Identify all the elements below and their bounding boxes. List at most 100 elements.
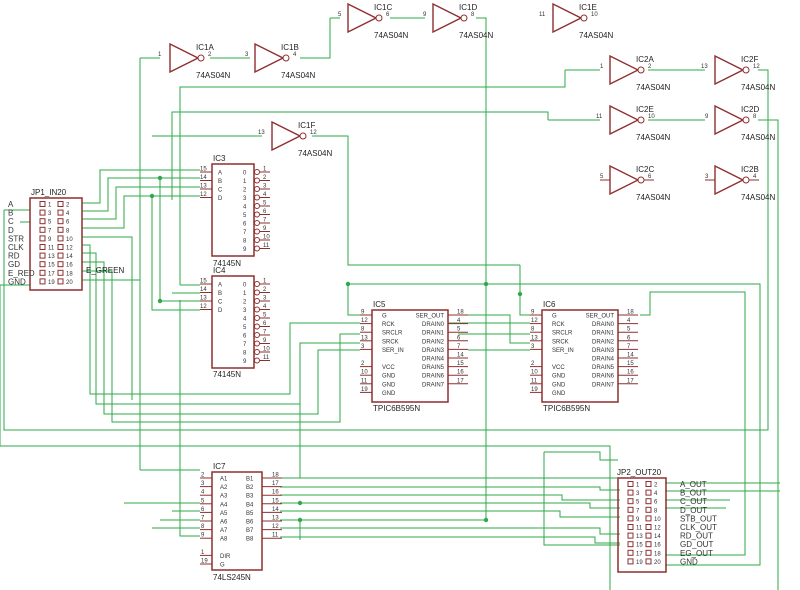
ic7-right-label: B7 (246, 528, 254, 534)
jp2-pin-num: 16 (654, 543, 661, 549)
ic3-output-label: 9 (243, 247, 247, 253)
gate-ic2c: IC2C 74AS04N 5 6 (600, 164, 670, 202)
ic7-left-label: A5 (220, 511, 228, 517)
ic3-output-pin: 2 (263, 175, 267, 181)
ic5-right-label: SER_OUT (416, 314, 445, 320)
svg-text:74AS04N: 74AS04N (741, 193, 775, 202)
gate-ic1b: IC1B 74AS04N 3 4 (245, 42, 315, 80)
ic5-left-pin: 9 (361, 310, 365, 316)
ic4-output-label: 1 (243, 291, 247, 297)
jp1-signal-label: GD (8, 260, 20, 269)
ic4-output-label: 4 (243, 317, 247, 323)
jp2-pin-num: 20 (654, 560, 661, 566)
gate-ic1d: IC1D 74AS04N 9 8 (423, 2, 493, 40)
ic7-left-pin: 19 (201, 559, 208, 565)
ic7-left-label: A6 (220, 520, 228, 526)
ic7-left-pin: 6 (201, 507, 205, 513)
svg-text:2: 2 (648, 64, 652, 70)
ic7-right-pin: 11 (272, 533, 279, 539)
ic6-left-label: G (552, 314, 557, 320)
svg-text:9: 9 (705, 114, 709, 120)
svg-text:6: 6 (648, 174, 652, 180)
ic6-left-pin: 19 (531, 387, 538, 393)
svg-text:74AS04N: 74AS04N (636, 133, 670, 142)
ic3-output-label: 2 (243, 188, 247, 194)
ic4-output-pin: 11 (263, 355, 270, 361)
ic6-right-pin: 6 (627, 335, 631, 341)
ic7-right-pin: 14 (272, 507, 279, 513)
jp2-pin-num: 1 (636, 483, 640, 489)
svg-text:1: 1 (600, 64, 604, 70)
svg-text:10: 10 (648, 114, 655, 120)
ic3-name: IC3 (213, 154, 226, 163)
ic3-output-label: 5 (243, 213, 247, 219)
ic4-input-label: C (218, 300, 223, 306)
ic4-output-pin: 9 (263, 338, 267, 344)
ic6-left-pin: 10 (531, 370, 538, 376)
svg-text:13: 13 (701, 64, 708, 70)
ic3-input-pin: 15 (200, 167, 207, 173)
ic6-left-pin: 9 (531, 310, 535, 316)
jp2-pin-num: 14 (654, 534, 661, 540)
jp1-pin-num: 20 (66, 280, 73, 286)
ic4-output-pin: 1 (263, 279, 267, 285)
jp2-name: JP2_OUT20 (617, 468, 662, 477)
svg-text:IC1E: IC1E (579, 3, 597, 12)
jp1-pin-num: 13 (48, 254, 55, 260)
jp2-pin-num: 5 (636, 500, 640, 506)
svg-text:74AS04N: 74AS04N (741, 83, 775, 92)
svg-text:11: 11 (539, 12, 546, 18)
gate-label: IC1A (196, 43, 214, 52)
ic6-left-label: GND (552, 374, 566, 380)
jp2-signal-label: D_OUT (680, 506, 707, 515)
ic3-input-pin: 13 (200, 184, 207, 190)
jp2-pin-num: 10 (654, 517, 661, 523)
ic4-output-pin: 6 (263, 321, 267, 327)
jp1-signal-label: GND (8, 277, 26, 286)
ic3-output-label: 3 (243, 196, 247, 202)
ic7-right-label: B5 (246, 511, 254, 517)
ic4-output-label: 9 (243, 359, 247, 365)
jp2-pin-num: 11 (636, 526, 643, 532)
ic6-left-label: SER_IN (552, 348, 574, 354)
ic7-left-pin: 5 (201, 498, 205, 504)
jp1-signal-label: E_RED (8, 269, 35, 278)
wires (0, 17, 780, 590)
ic7-right-label: B1 (246, 477, 254, 483)
ic7-right-pin: 18 (272, 473, 279, 479)
ic7-left-label: A3 (220, 494, 228, 500)
svg-text:4: 4 (293, 52, 297, 58)
jp2-pin-num: 4 (654, 491, 658, 497)
gate-ic2d: IC2D 74AS04N 9 8 (705, 104, 775, 142)
ic7-left-pin: 9 (201, 533, 205, 539)
ic6-left-pin: 3 (531, 344, 535, 350)
ic7-left-pin: 1 (201, 550, 205, 556)
jp1-pin-num: 16 (66, 263, 73, 269)
svg-text:11: 11 (596, 114, 603, 120)
svg-text:5: 5 (338, 12, 342, 18)
ic4-input-label: A (218, 283, 222, 289)
ic4-output-label: 3 (243, 308, 247, 314)
ic5-name: IC5 (373, 300, 386, 309)
ic3-output-pin: 11 (263, 243, 270, 249)
ic6-left-label: SRCK (552, 339, 569, 345)
ic4-output-label: 7 (243, 342, 247, 348)
ic5-right-pin: 17 (457, 378, 464, 384)
ic7-left-label: DIR (220, 554, 231, 560)
ic5-left-pin: 2 (361, 361, 365, 367)
ic3-output-label: 7 (243, 230, 247, 236)
ic4-output-label: 5 (243, 325, 247, 331)
ic5-left-label: RCK (382, 322, 395, 328)
junctions (149, 175, 523, 523)
svg-text:74AS04N: 74AS04N (374, 31, 408, 40)
jp1-pin-num: 5 (48, 220, 52, 226)
gate-type: 74AS04N (196, 71, 230, 80)
ic5-right-label: DRAIN6 (422, 374, 445, 380)
jp1-signal-label: STR (8, 234, 24, 243)
svg-text:8: 8 (471, 12, 475, 18)
jp1-pin-num: 3 (48, 211, 52, 217)
ic6-left-label: VCC (552, 365, 565, 371)
jp1-name: JP1_IN20 (31, 188, 67, 197)
svg-text:IC2C: IC2C (636, 165, 654, 174)
ic6-left-pin: 2 (531, 361, 535, 367)
